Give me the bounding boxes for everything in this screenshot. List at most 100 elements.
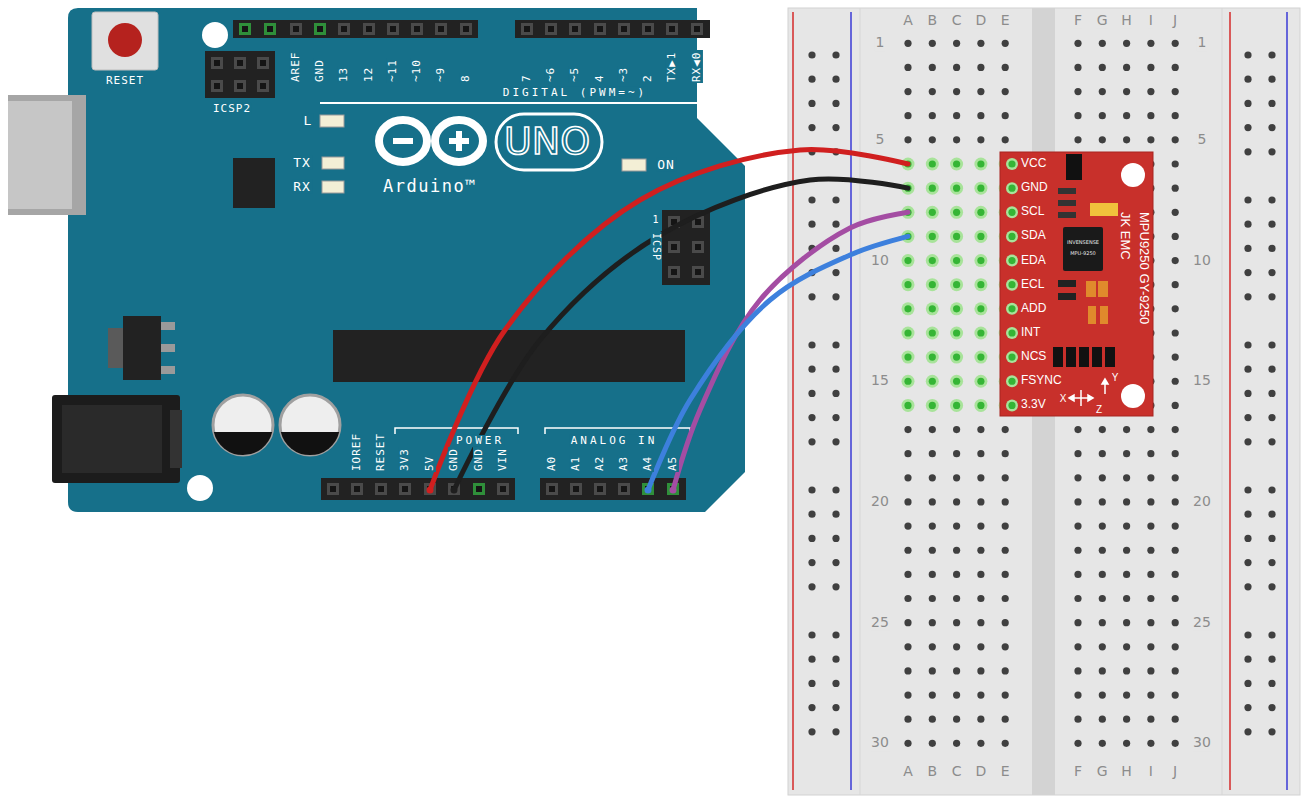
- breadboard-hole: [929, 305, 936, 312]
- pin-header: [597, 486, 603, 492]
- module-pin: [1006, 158, 1018, 170]
- breadboard-hole: [832, 76, 839, 83]
- pin-header: [378, 486, 384, 492]
- breadboard-hole: [953, 474, 960, 481]
- row-number: 30: [1192, 736, 1212, 751]
- breadboard-hole: [904, 426, 911, 433]
- breadboard-hole: [832, 245, 839, 252]
- breadboard-hole: [1074, 547, 1081, 554]
- breadboard-hole: [1123, 88, 1130, 95]
- mounting-hole: [202, 22, 228, 48]
- pin-header: [473, 483, 485, 495]
- voltage-regulator: [123, 316, 161, 380]
- pin-header: [476, 486, 482, 492]
- breadboard-hole: [1172, 185, 1179, 192]
- breadboard-hole: [1147, 523, 1154, 530]
- breadboard-hole: [1172, 402, 1179, 409]
- breadboard-hole: [1147, 450, 1154, 457]
- breadboard-hole: [832, 728, 839, 735]
- pin-header: [375, 483, 387, 495]
- breadboard-hole: [808, 704, 815, 711]
- axis-symbol: [1102, 379, 1108, 384]
- breadboard-hole: [1147, 740, 1154, 747]
- arduino-logo: [435, 120, 483, 162]
- breadboard-hole: [1268, 390, 1275, 397]
- breadboard-hole: [929, 281, 936, 288]
- breadboard-hole: [1244, 704, 1251, 711]
- pin-header: [237, 83, 243, 89]
- pin-header: [597, 26, 603, 32]
- pin-label: VIN: [497, 447, 509, 472]
- breadboard-hole: [1123, 667, 1130, 674]
- breadboard-hole: [1268, 535, 1275, 542]
- sensor-module: [1000, 152, 1153, 416]
- capacitor: [213, 395, 340, 455]
- pin-header: [460, 23, 472, 35]
- breadboard-hole: [929, 740, 936, 747]
- breadboard-hole: [1002, 547, 1009, 554]
- column-letter: A: [902, 764, 914, 779]
- breadboard-hole: [808, 40, 1275, 747]
- breadboard-hole: [1268, 124, 1275, 131]
- breadboard-hole: [953, 426, 960, 433]
- breadboard-hole: [1268, 680, 1275, 687]
- breadboard-hole: [953, 571, 960, 578]
- breadboard-hole: [808, 680, 815, 687]
- breadboard-hole: [974, 230, 987, 243]
- module-maker: JK EMC: [1118, 212, 1132, 260]
- breadboard-hole: [950, 399, 963, 412]
- breadboard-hole: [929, 619, 936, 626]
- breadboard-hole: [808, 656, 815, 663]
- module-pin: [1006, 351, 1018, 363]
- pin-header: [211, 80, 223, 92]
- pin-header: [214, 83, 220, 89]
- breadboard-hole: [1099, 88, 1106, 95]
- header-label: POWER: [455, 435, 505, 447]
- usb-connector: [8, 95, 86, 215]
- breadboard-hole: [1147, 498, 1154, 505]
- breadboard-hole: [1268, 583, 1275, 590]
- breadboard-hole: [974, 399, 987, 412]
- breadboard-hole: [953, 595, 960, 602]
- breadboard-hole: [1268, 656, 1275, 663]
- breadboard-hole: [1268, 341, 1275, 348]
- pin-header: [414, 26, 420, 32]
- breadboard-hole: [808, 559, 815, 566]
- pin-header: [327, 483, 339, 495]
- breadboard-hole: [808, 631, 815, 638]
- breadboard-hole: [1147, 667, 1154, 674]
- breadboard-hole: [929, 40, 936, 47]
- breadboard-hole: [926, 206, 939, 219]
- row-number: 5: [1197, 132, 1208, 147]
- breadboard-hole: [953, 185, 960, 192]
- breadboard-hole: [1099, 40, 1106, 47]
- breadboard-hole: [904, 667, 911, 674]
- breadboard-hole: [950, 351, 963, 364]
- pin-header: [545, 23, 557, 35]
- breadboard-hole: [808, 341, 815, 348]
- module-pin: [1008, 185, 1015, 192]
- breadboard: [850, 12, 852, 790]
- pin-header: [573, 486, 579, 492]
- pin-header: [239, 23, 251, 35]
- module-pin: [1008, 354, 1015, 361]
- breadboard-hole: [1268, 486, 1275, 493]
- breadboard-hole: [977, 691, 984, 698]
- breadboard-hole: [953, 329, 960, 336]
- capacitor: [280, 395, 340, 455]
- breadboard-hole: [832, 293, 839, 300]
- breadboard-hole: [904, 281, 911, 288]
- breadboard-hole: [953, 40, 960, 47]
- breadboard-hole: [832, 535, 839, 542]
- breadboard-hole: [1099, 426, 1106, 433]
- breadboard-hole: [902, 302, 915, 315]
- pin-header: [411, 23, 423, 35]
- breadboard-hole: [1002, 498, 1009, 505]
- pin-header: [668, 266, 680, 278]
- breadboard-hole: [1074, 716, 1081, 723]
- breadboard-hole: [929, 209, 936, 216]
- pin-label: RESET: [375, 432, 387, 472]
- breadboard-hole: [1123, 643, 1130, 650]
- breadboard-hole: [1172, 305, 1179, 312]
- pin-label: 4: [594, 73, 606, 83]
